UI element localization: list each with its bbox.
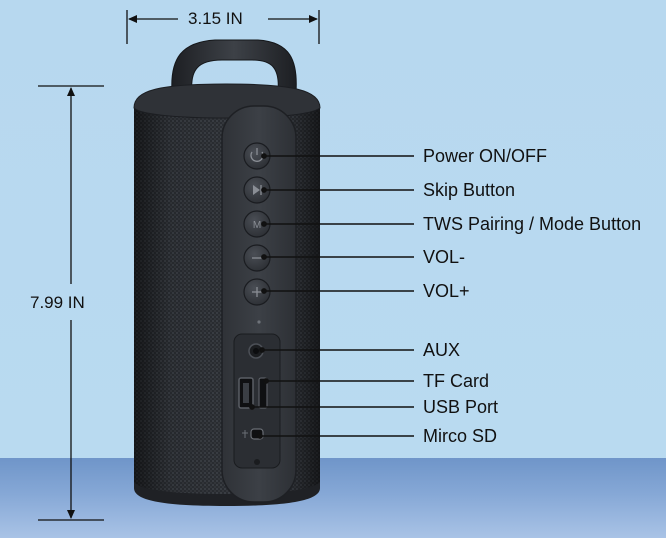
background (0, 0, 666, 462)
vol-minus-button[interactable] (243, 244, 271, 272)
label-tf-card: TF Card (423, 371, 490, 391)
tf-card-slot[interactable] (258, 377, 268, 409)
width-label: 3.15 IN (188, 9, 243, 28)
port-area (233, 333, 281, 469)
height-dimension (38, 85, 104, 521)
label-usb-port: USB Port (423, 397, 499, 417)
label-micro-sd: Mirco SD (423, 426, 498, 446)
label-tws: TWS Pairing / Mode Button (423, 214, 642, 234)
floor-surface (0, 458, 666, 538)
skip-icon (253, 185, 262, 195)
usb-port[interactable] (238, 377, 254, 409)
label-aux: AUX (423, 340, 461, 360)
usb-icon (242, 430, 248, 438)
callout-lines (249, 153, 414, 439)
label-skip: Skip Button (423, 180, 516, 200)
port-cover-notch (254, 459, 260, 465)
tws-mode-button[interactable]: M (243, 210, 271, 238)
plus-icon (252, 287, 262, 297)
width-dimension (126, 10, 320, 44)
label-vol-minus: VOL- (423, 247, 466, 267)
vol-plus-button[interactable] (243, 278, 271, 306)
mode-icon: M (253, 220, 261, 231)
height-label: 7.99 IN (30, 293, 85, 312)
label-power: Power ON/OFF (423, 146, 548, 166)
label-vol-plus: VOL+ (423, 281, 470, 301)
led-indicator (257, 320, 261, 324)
